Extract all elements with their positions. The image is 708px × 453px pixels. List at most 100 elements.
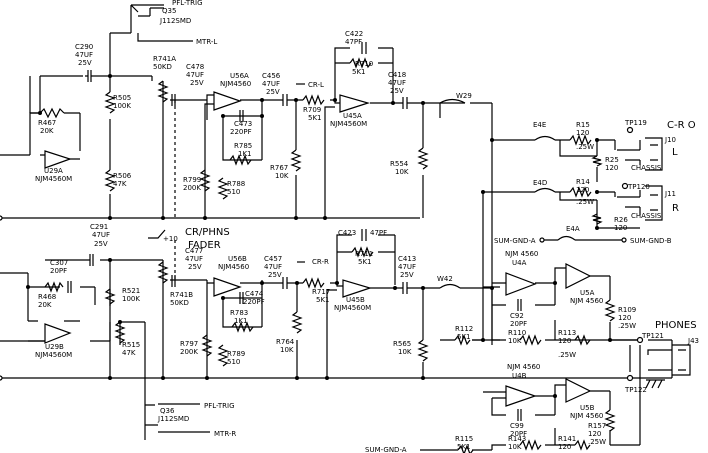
c413-body	[400, 282, 418, 294]
jacks	[645, 137, 691, 389]
r467-v: 20K	[40, 127, 54, 135]
e4a-label: E4A	[566, 225, 580, 233]
r554-body	[417, 147, 429, 170]
tp119-label: TP119	[624, 119, 647, 127]
r741b-label: R741B	[170, 291, 193, 299]
r506-label: R506	[113, 172, 132, 180]
c423-v: 47PF	[370, 229, 387, 237]
resistors	[39, 57, 616, 453]
u45a-label: U45A	[343, 112, 362, 120]
r741b-v: 50KD	[170, 299, 189, 307]
c477-body	[171, 275, 176, 287]
u5b-part: NJM 4560	[570, 412, 603, 420]
r767-v: 10K	[275, 172, 289, 180]
r467-label: R467	[38, 119, 56, 127]
u29a-part: NJM4560M	[35, 175, 72, 183]
r14-label: R14	[576, 178, 590, 186]
r113-body	[574, 334, 591, 346]
c291-label: C291	[90, 223, 108, 231]
c413-label: C413	[398, 255, 416, 263]
c477-label: C477	[185, 247, 203, 255]
w29-link	[439, 98, 466, 104]
r711-v: 5K1	[358, 258, 372, 266]
r506-v: 47K	[113, 180, 127, 188]
e4a-link	[557, 235, 576, 241]
cr-section-label: C-R O	[667, 120, 696, 131]
r115-v: 5K1	[457, 443, 471, 451]
capacitors	[67, 42, 522, 421]
r141-v: 120	[558, 443, 571, 451]
u5a-label: U5A	[580, 289, 595, 297]
r788-body	[217, 177, 229, 200]
c457-v2: 25V	[268, 271, 282, 279]
c291-body	[89, 254, 94, 266]
cr-r-label: CR-R	[312, 258, 329, 266]
c477-v2: 25V	[188, 263, 202, 271]
c422-label: C422	[345, 30, 363, 38]
u4a-triangle	[505, 272, 537, 296]
u56b-label: U56B	[228, 255, 247, 263]
c422-v: 47PF	[345, 38, 362, 46]
u29a-label: U29A	[44, 167, 63, 175]
c291-v: 47UF	[92, 231, 110, 239]
j112-bottom: J112SMD	[157, 415, 189, 423]
r709-label: R709	[303, 106, 321, 114]
u56a-label: U56A	[230, 72, 249, 80]
u4b-part: NJM 4560	[507, 363, 540, 371]
r110-v: 10K	[508, 337, 522, 345]
c99-body	[517, 409, 522, 421]
r565-label: R565	[393, 340, 411, 348]
r515-label: R515	[122, 341, 140, 349]
tp120-label: TP120	[627, 183, 650, 191]
c307-label: C307	[50, 259, 68, 267]
r783-label: R783	[230, 309, 248, 317]
chassis-2: CHASSIS	[631, 212, 662, 220]
u45b-triangle	[342, 279, 372, 298]
j43-label: J43	[687, 337, 699, 345]
r25-v: 120	[605, 164, 618, 172]
r764-label: R764	[276, 338, 295, 346]
r157-label: R157	[588, 422, 606, 430]
e4d-link	[534, 187, 556, 193]
r741a-v: 50KD	[153, 63, 172, 71]
u29b-label: U29B	[45, 343, 64, 351]
w29-label: W29	[456, 92, 472, 100]
q35-label: Q35	[162, 7, 176, 15]
r717-v: 5K1	[316, 296, 330, 304]
r515-body	[114, 321, 126, 344]
r468-v: 20K	[38, 301, 52, 309]
c473-body	[239, 110, 244, 122]
r109-v: 120	[618, 314, 631, 322]
r764-body	[291, 311, 303, 334]
fader-label-2: FADER	[188, 240, 221, 251]
r26-body	[591, 213, 603, 225]
r783-body	[231, 321, 254, 333]
c418-v: 47UF	[388, 79, 406, 87]
c457-v: 47UF	[264, 263, 282, 271]
r15-body	[569, 134, 592, 146]
plus10-marker	[148, 229, 166, 239]
w42-link	[439, 283, 461, 289]
r113-label: R113	[558, 329, 576, 337]
r797-label: R797	[180, 340, 198, 348]
c457-label: C457	[264, 255, 282, 263]
r506-body	[104, 169, 116, 192]
c92-v: 20PF	[510, 320, 527, 328]
r15-v: 120	[576, 129, 589, 137]
u29b-triangle	[44, 323, 72, 344]
r521-label: R521	[122, 287, 140, 295]
c92-label: C92	[510, 312, 524, 320]
u29a-triangle	[44, 150, 72, 169]
c478-v: 47UF	[186, 71, 204, 79]
tp122-label: TP122	[624, 386, 647, 394]
mtr-l-label: MTR-L	[196, 38, 217, 46]
j11-label: J11	[664, 190, 676, 198]
r797-body	[201, 334, 213, 357]
r157-body	[604, 409, 616, 432]
c478-v2: 25V	[190, 79, 204, 87]
u4a-part: NJM 4560	[505, 250, 538, 258]
r797-v: 200K	[180, 348, 198, 356]
r26-v: 120	[614, 224, 627, 232]
r15-w: .25W	[576, 143, 594, 151]
r521-body	[104, 288, 116, 305]
